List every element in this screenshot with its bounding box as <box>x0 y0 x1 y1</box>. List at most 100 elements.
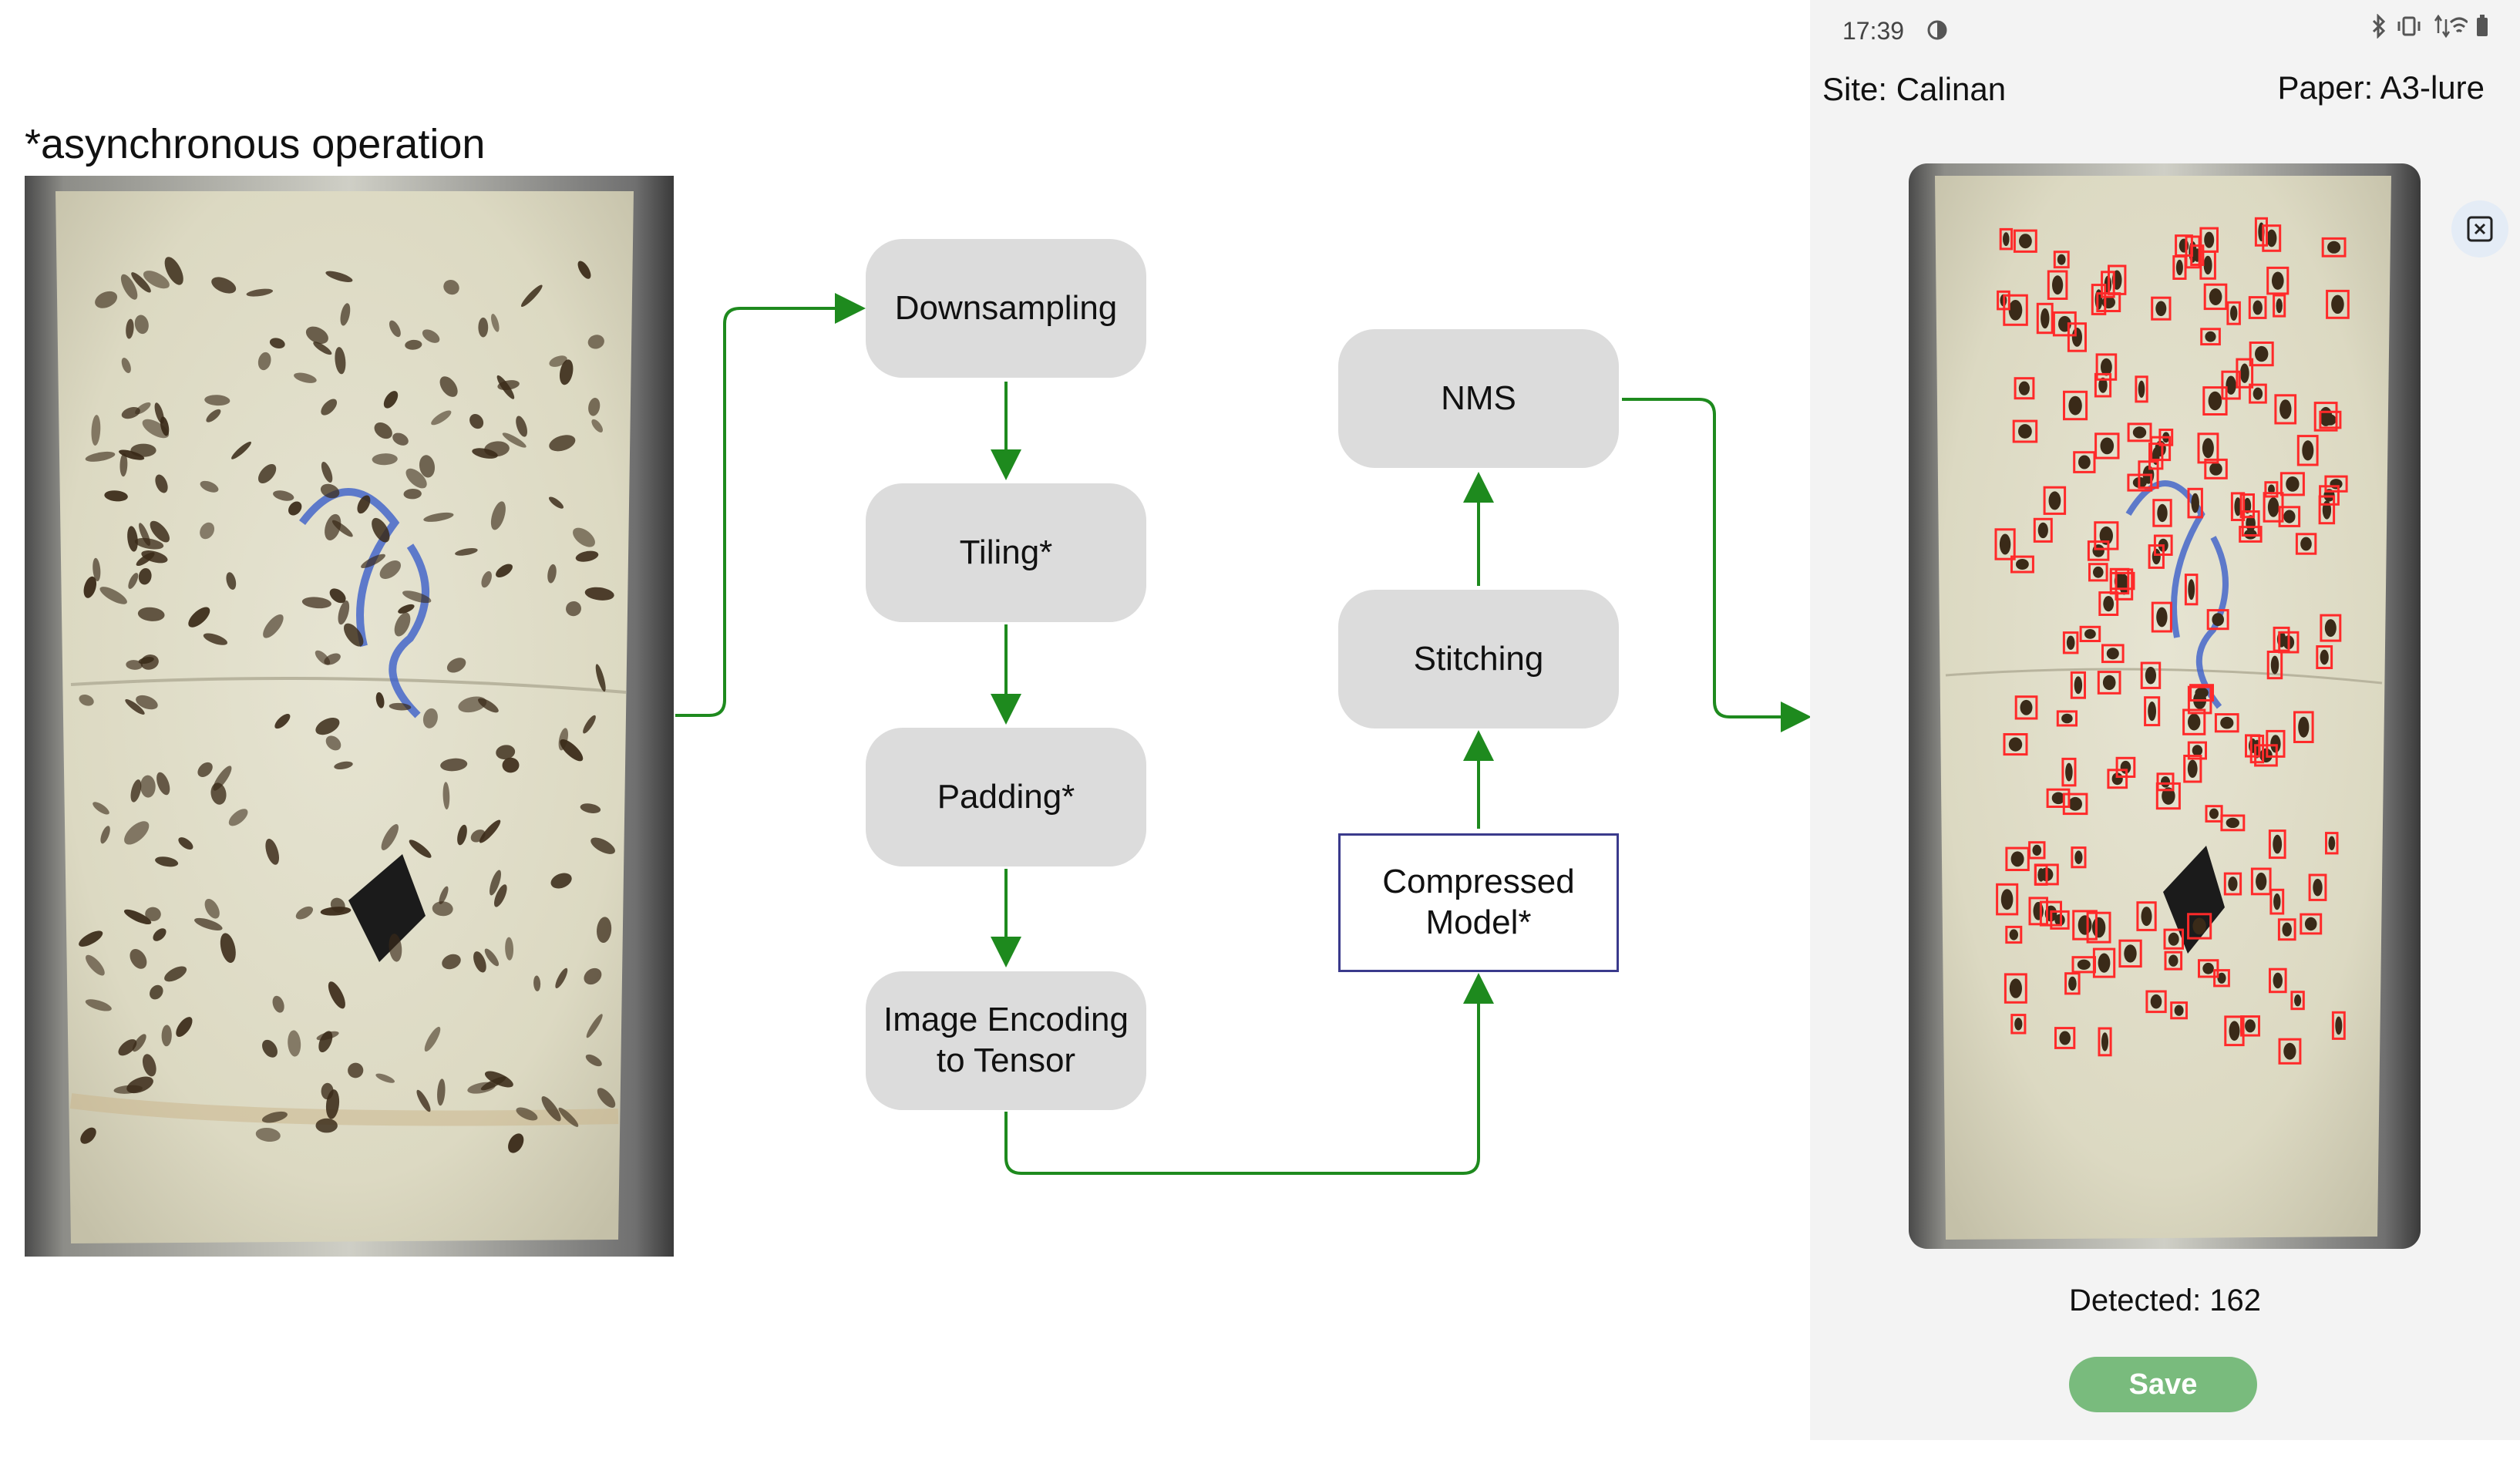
detected-count: Detected: 162 <box>2068 1284 2262 1317</box>
insect-mark <box>2066 635 2075 650</box>
insect-mark <box>231 441 251 459</box>
async-note: *asynchronous operation <box>25 121 486 167</box>
encoding-line-2: to Tensor <box>936 1041 1076 1079</box>
detection-box <box>2043 486 2067 515</box>
insect-mark <box>2209 808 2219 819</box>
insect-mark <box>502 432 527 448</box>
insect-mark <box>2048 491 2061 510</box>
insect-mark <box>142 1054 156 1077</box>
insect-mark <box>2152 548 2161 565</box>
detection-box <box>1994 528 2016 560</box>
insect-mark <box>2253 387 2263 400</box>
insect-mark <box>127 526 138 552</box>
detection-box <box>2155 782 2181 810</box>
detection-box <box>2199 251 2216 280</box>
detection-box <box>2170 1001 2189 1020</box>
insect-mark <box>2204 231 2215 248</box>
insect-mark <box>2202 438 2214 459</box>
insect-mark <box>121 358 131 373</box>
detection-result-image <box>1909 163 2421 1249</box>
insect-mark <box>2098 953 2111 973</box>
compressed-model-step: Compressed Model* <box>1338 833 1619 972</box>
insect-mark <box>2100 437 2115 455</box>
detection-box <box>2204 458 2228 479</box>
detection-box <box>2056 710 2078 727</box>
insect-mark <box>321 462 333 483</box>
detection-box <box>2028 841 2046 860</box>
insect-mark <box>321 1082 334 1100</box>
insect-mark <box>457 824 467 846</box>
insect-mark <box>220 933 236 964</box>
insect-mark <box>203 633 228 645</box>
detection-box <box>2248 296 2267 319</box>
insect-mark <box>560 739 584 762</box>
insect-mark <box>164 966 187 982</box>
insect-mark <box>134 315 149 335</box>
detection-box <box>2062 792 2088 816</box>
stitching-step: Stitching <box>1338 590 1619 728</box>
insect-mark <box>93 802 109 815</box>
detection-box <box>2151 296 2172 321</box>
insect-mark <box>324 653 341 665</box>
insect-mark <box>591 419 603 432</box>
insect-mark <box>458 696 487 713</box>
insect-mark <box>440 758 468 772</box>
detection-box <box>2053 251 2070 269</box>
insect-mark <box>443 279 459 295</box>
insect-mark <box>389 702 412 711</box>
insect-mark <box>597 1088 616 1108</box>
insect-mark <box>422 708 438 728</box>
detection-box <box>2187 741 2207 760</box>
insect-mark <box>481 570 492 588</box>
insect-mark <box>549 435 576 452</box>
insect-mark <box>446 658 466 673</box>
insect-mark <box>83 576 97 598</box>
insect-mark <box>2009 978 2022 998</box>
insect-mark <box>2099 526 2113 545</box>
detection-box <box>2094 432 2120 459</box>
insect-mark <box>343 623 364 647</box>
insect-mark <box>389 934 402 962</box>
paper-label: Paper: A3-lure <box>2277 69 2485 106</box>
insect-mark <box>137 607 165 621</box>
insect-mark <box>2000 889 2014 910</box>
insect-mark <box>194 917 223 930</box>
detection-box <box>2062 631 2079 654</box>
insect-mark <box>329 588 346 604</box>
insect-mark <box>2243 497 2252 514</box>
model-line-1: Compressed <box>1382 863 1575 901</box>
bluetooth-icon <box>2370 14 2387 39</box>
detection-box <box>2266 729 2286 758</box>
insect-mark <box>473 951 486 973</box>
insect-mark <box>405 468 427 489</box>
insect-mark <box>2188 579 2195 601</box>
tiling-step: Tiling* <box>866 483 1146 622</box>
insect-mark <box>372 517 390 543</box>
detection-box <box>2118 939 2142 968</box>
insect-mark <box>204 395 230 406</box>
insect-mark <box>155 474 168 493</box>
insect-mark <box>547 564 557 584</box>
insect-mark <box>416 1089 431 1112</box>
insect-mark <box>140 775 156 798</box>
insect-mark <box>520 284 543 308</box>
insect-mark <box>533 975 541 991</box>
close-button[interactable] <box>2451 200 2508 257</box>
save-button[interactable]: Save <box>2069 1357 2257 1412</box>
insect-mark <box>550 873 572 889</box>
detection-box <box>2096 292 2121 313</box>
insect-mark <box>584 587 614 601</box>
insect-mark <box>126 1076 153 1094</box>
detection-box <box>2239 526 2263 543</box>
insect-mark <box>2202 962 2214 974</box>
detection-box <box>2262 224 2282 252</box>
insect-mark <box>128 573 139 589</box>
insect-mark <box>325 735 341 751</box>
insect-mark <box>2074 850 2083 864</box>
insect-mark <box>150 984 163 1000</box>
insect-mark <box>257 352 271 371</box>
insect-mark <box>403 488 422 500</box>
detection-box <box>2239 493 2256 519</box>
insect-mark <box>204 898 220 919</box>
insect-mark <box>508 1133 524 1153</box>
